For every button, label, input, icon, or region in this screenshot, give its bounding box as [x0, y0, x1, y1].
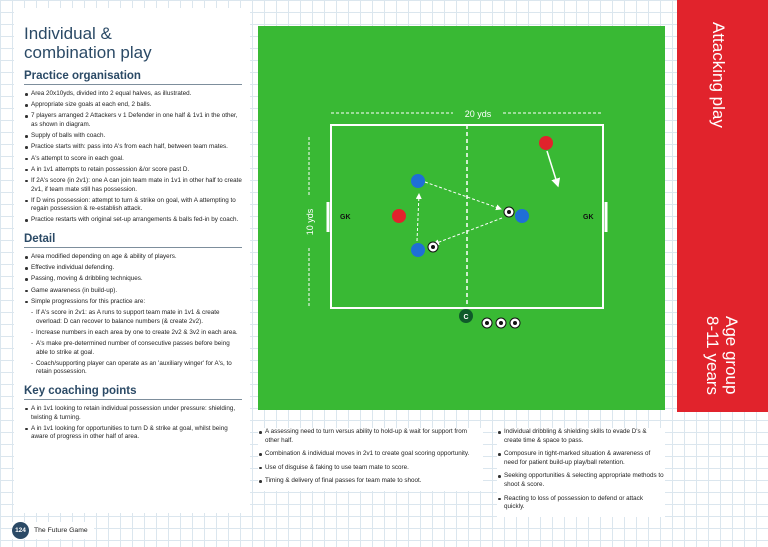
coaching-points-list-3: Individual dribbling & shielding skills …: [497, 428, 665, 512]
attacker-3: [515, 209, 529, 223]
left-column: Individual & combination play Practice o…: [14, 8, 250, 513]
list-item: Supply of balls with coach.: [24, 132, 242, 141]
list-item: Use of disguise & faking to use team mat…: [258, 464, 483, 473]
list-item: Increase numbers in each area by one to …: [24, 329, 242, 338]
coach-marker: [459, 309, 473, 323]
attacker-2: [411, 243, 425, 257]
pitch-diagram: 20 yds 10 yds GK GK C: [258, 26, 665, 410]
tab-section-title: Attacking play: [709, 22, 728, 128]
list-item: Area modified depending on age & ability…: [24, 253, 242, 262]
width-label: 20 yds: [465, 109, 492, 119]
pitch-svg: 20 yds 10 yds GK GK C: [305, 109, 608, 329]
defender-1: [392, 209, 406, 223]
list-item: A's make pre-determined number of consec…: [24, 340, 242, 357]
list-item: Simple progressions for this practice ar…: [24, 298, 242, 307]
defender-run-arrow: [546, 150, 561, 188]
coaching-column-3: Individual dribbling & shielding skills …: [497, 428, 665, 517]
ball-icon: [503, 206, 515, 218]
list-item: A assessing need to turn versus ability …: [258, 428, 483, 445]
list-item: Practice starts with: pass into A's from…: [24, 143, 242, 152]
coaching-points-list-2: A assessing need to turn versus ability …: [258, 428, 483, 486]
list-item: Individual dribbling & shielding skills …: [497, 428, 665, 445]
detail-heading: Detail: [24, 233, 242, 249]
pass-arrow-1: [424, 181, 502, 211]
list-item: Composure in tight-marked situation & aw…: [497, 450, 665, 467]
list-item: Seeking opportunities & selecting approp…: [497, 472, 665, 489]
practice-list: Area 20x10yds, divided into 2 equal halv…: [24, 90, 242, 225]
coaching-list: A in 1v1 looking to retain individual po…: [24, 405, 242, 442]
list-item: Coach/supporting player can operate as a…: [24, 360, 242, 377]
list-item: Effective individual defending.: [24, 264, 242, 273]
age-group-value: 8-11 years: [703, 316, 722, 396]
tab-age-group: Age group 8-11 years: [703, 316, 741, 395]
pass-arrow-2: [433, 217, 503, 246]
section-tab: Attacking play Age group 8-11 years: [677, 0, 768, 412]
ball-icon: [427, 241, 439, 253]
defender-2: [539, 136, 553, 150]
list-item: A in 1v1 attempts to retain possession &…: [24, 166, 242, 175]
ball-supply-icon: [481, 317, 521, 329]
title-line-2: combination play: [24, 43, 152, 62]
list-item: A's attempt to score in each goal.: [24, 155, 242, 164]
detail-list: Area modified depending on age & ability…: [24, 253, 242, 377]
list-item: Practice restarts with original set-up a…: [24, 216, 242, 225]
gk-right-label: GK: [583, 214, 594, 221]
coaching-heading: Key coaching points: [24, 385, 242, 400]
coaching-column-2: A assessing need to turn versus ability …: [258, 428, 483, 491]
gk-left-label: GK: [340, 214, 351, 221]
list-item: Area 20x10yds, divided into 2 equal halv…: [24, 90, 242, 99]
list-item: Passing, moving & dribbling techniques.: [24, 275, 242, 284]
list-item: A in 1v1 looking to retain individual po…: [24, 405, 242, 422]
footer-title: The Future Game: [34, 527, 88, 534]
list-item: Timing & delivery of final passes for te…: [258, 477, 483, 486]
page-number: 124: [12, 522, 29, 539]
list-item: Game awareness (in build-up).: [24, 287, 242, 296]
run-arrow: [415, 193, 422, 242]
page-title: Individual & combination play: [24, 24, 242, 62]
list-item: 7 players arranged 2 Attackers v 1 Defen…: [24, 112, 242, 129]
coach-label: C: [463, 314, 468, 321]
list-item: If D wins possession: attempt to turn & …: [24, 197, 242, 214]
title-line-1: Individual &: [24, 24, 112, 43]
attacker-1: [411, 174, 425, 188]
age-group-label: Age group: [722, 316, 741, 395]
page-footer: 124 The Future Game: [12, 522, 94, 539]
practice-heading: Practice organisation: [24, 70, 242, 85]
list-item: Combination & individual moves in 2v1 to…: [258, 450, 483, 459]
list-item: If A's score in 2v1: as A runs to suppor…: [24, 309, 242, 326]
height-label: 10 yds: [305, 208, 315, 235]
list-item: If 2A's score (in 2v1): one A can join t…: [24, 177, 242, 194]
list-item: A in 1v1 looking for opportunities to tu…: [24, 425, 242, 442]
list-item: Appropriate size goals at each end, 2 ba…: [24, 101, 242, 110]
list-item: Reacting to loss of possession to defend…: [497, 495, 665, 512]
